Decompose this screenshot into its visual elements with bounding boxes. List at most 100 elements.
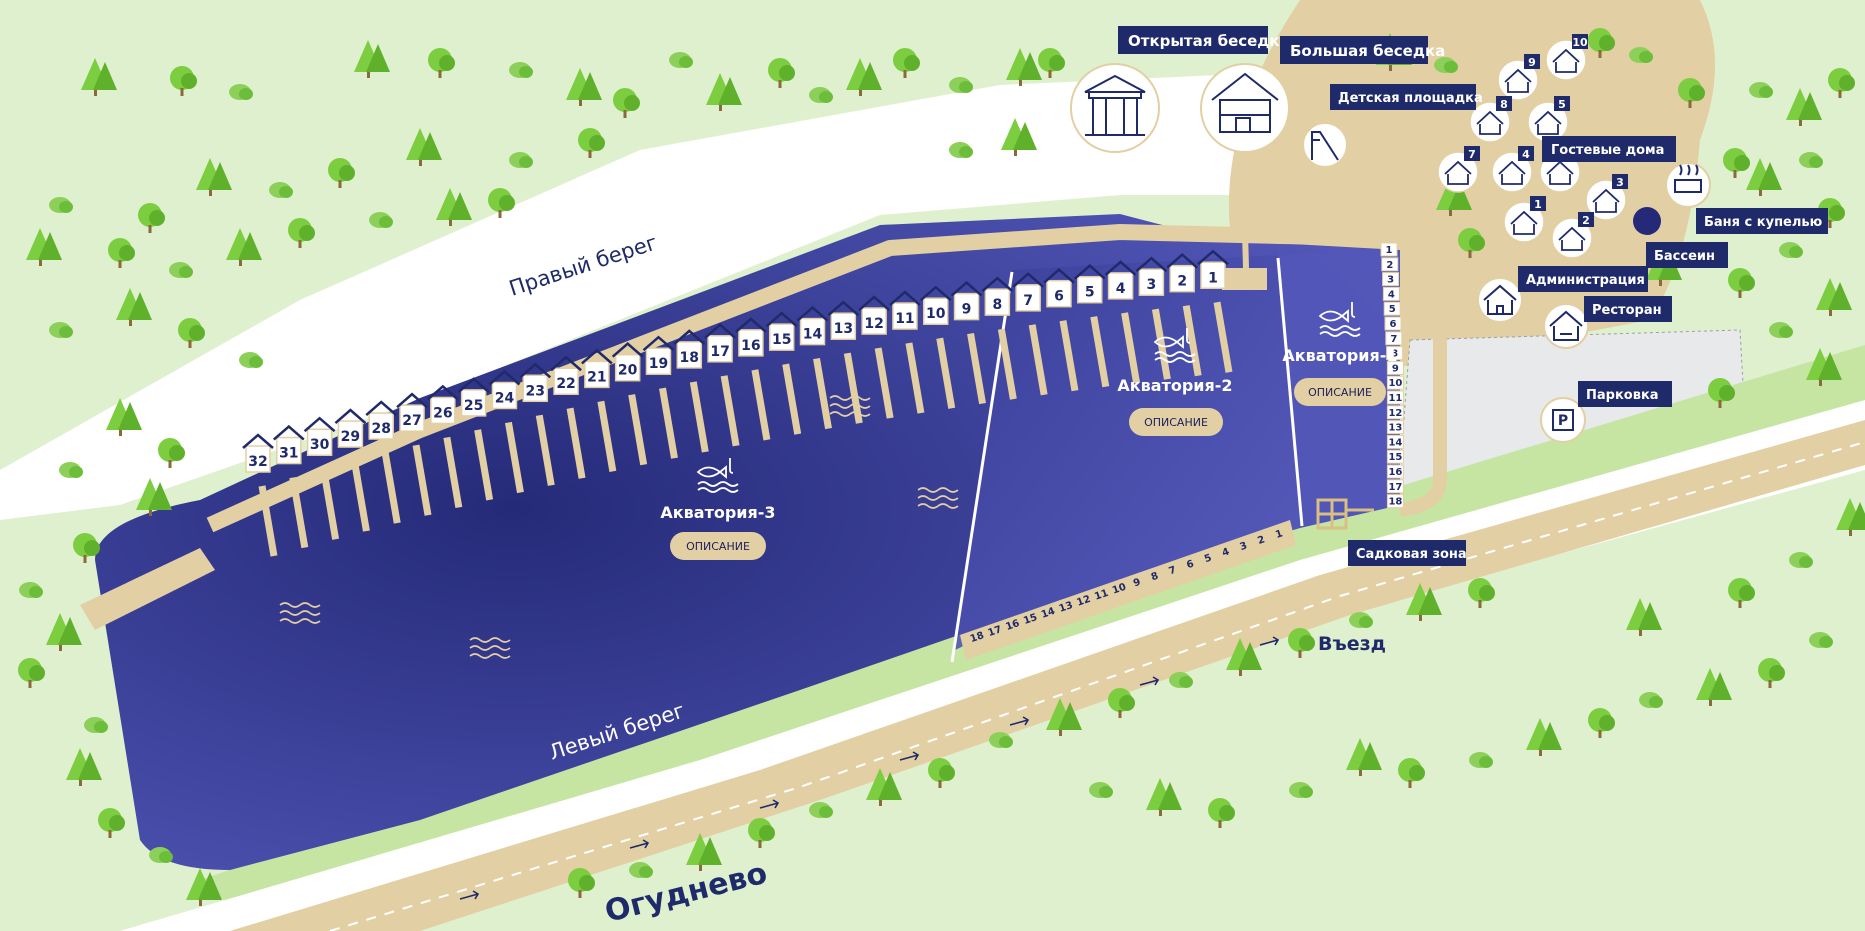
fishing-spot-east[interactable]: 4 [1382,286,1400,301]
fishing-spot-south[interactable]: 3 [1239,540,1249,553]
guest-house-icon[interactable]: 5 [1527,96,1570,143]
guest-house-icon[interactable]: 4 [1491,146,1534,193]
fishing-spot-east[interactable]: 18 [1386,494,1404,509]
description-button-zone-3[interactable]: ОПИСАНИЕ [670,532,766,560]
poi-label-administration[interactable]: Администрация [1518,266,1648,292]
fishing-spot-east[interactable]: 6 [1384,316,1402,331]
fishing-spot-north[interactable]: 23 [519,362,555,486]
fishing-spot-east[interactable]: 7 [1385,331,1403,346]
fishing-spot-north[interactable]: 18 [673,329,709,453]
svg-text:5: 5 [1558,98,1566,111]
fishing-spot-south[interactable]: 5 [1203,553,1213,566]
fishing-spot-north[interactable]: 32 [242,433,278,557]
fishing-spot-north[interactable]: 4 [1104,260,1141,384]
svg-text:13: 13 [834,321,853,337]
fishing-spot-south[interactable]: 2 [1256,534,1266,547]
svg-text:2: 2 [1582,214,1590,227]
svg-text:16: 16 [741,338,760,354]
fishing-spot-south[interactable]: 7 [1168,565,1178,578]
fishing-spot-south[interactable]: 14 [1040,606,1057,621]
poi-label-bath[interactable]: Баня с купелью [1696,208,1828,234]
fishing-spot-east[interactable]: 16 [1386,464,1404,479]
fishing-spot-south[interactable]: 18 [969,630,986,645]
description-button-zone-1[interactable]: ОПИСАНИЕ [1294,378,1386,406]
guest-house-icon[interactable]: 7 [1437,146,1480,193]
tree-icon [19,582,43,598]
description-button-zone-2[interactable]: ОПИСАНИЕ [1129,408,1223,436]
fishing-spot-north[interactable]: 12 [858,295,894,419]
poi-label-playground[interactable]: Детская площадка [1330,84,1483,110]
fishing-spot-east[interactable]: 11 [1386,390,1404,405]
fishing-spot-south[interactable]: 6 [1185,559,1195,572]
guest-house-icon[interactable]: 1 [1503,196,1546,243]
fishing-spot-north[interactable]: 13 [827,300,863,424]
guest-house-icon[interactable]: 3 [1585,174,1628,221]
guest-house-icon[interactable]: 10 [1545,34,1588,81]
fishing-spot-north[interactable]: 1 [1197,249,1233,373]
fishing-spot-east[interactable]: 17 [1386,479,1404,494]
poi-label-big-gazebo[interactable]: Большая беседка [1280,36,1445,64]
fishing-spot-east[interactable]: 9 [1386,360,1404,375]
zone-divider-1-2 [1276,257,1304,527]
guest-house-icon[interactable]: 2 [1551,212,1594,259]
fishing-spot-north[interactable]: 6 [1043,268,1079,392]
poi-label-open-gazebo[interactable]: Открытая беседка [1118,26,1290,54]
poi-label-guest-houses[interactable]: Гостевые дома [1542,136,1676,162]
guest-house-icon[interactable]: 8 [1469,96,1512,143]
fishing-spot-south[interactable]: 8 [1150,571,1160,584]
fishing-spot-north[interactable]: 20 [611,342,648,466]
poi-label-pool[interactable]: Бассеин [1646,242,1728,268]
fishing-spot-north[interactable]: 26 [427,384,463,509]
fishing-spot-north[interactable]: 2 [1166,253,1202,377]
guest-house-icon[interactable]: 9 [1497,54,1540,101]
fishing-spot-south[interactable]: 1 [1274,528,1284,541]
fishing-spot-east[interactable]: 10 [1386,375,1404,390]
fishing-spot-north[interactable]: 31 [272,424,309,549]
fishing-spot-north[interactable]: 24 [488,369,524,494]
fishing-spot-north[interactable]: 25 [457,377,494,501]
fishing-spot-south[interactable]: 13 [1058,600,1075,615]
fishing-spot-south[interactable]: 10 [1111,582,1128,597]
fishing-spot-south[interactable]: 12 [1075,594,1092,609]
tree-icon [1458,228,1485,258]
fishing-spot-north[interactable]: 19 [642,335,678,459]
fishing-spot-north[interactable]: 7 [1012,272,1048,396]
fishing-spot-east[interactable]: 3 [1382,272,1400,287]
fishing-spot-south[interactable]: 4 [1221,546,1231,559]
fishing-spot-north[interactable]: 17 [704,323,740,447]
tree-icon [269,182,293,198]
poi-label-restaurant[interactable]: Ресторан [1584,296,1672,322]
fishing-spot-north[interactable]: 21 [581,348,617,472]
fishing-spot-north[interactable]: 29 [334,408,370,532]
fishing-spot-south[interactable]: 9 [1132,577,1142,590]
fishing-spot-north[interactable]: 30 [303,416,340,540]
fishing-spot-east[interactable]: 2 [1381,257,1399,272]
fishing-spot-south[interactable]: 16 [1004,618,1021,633]
tree-icon [136,478,172,516]
fishing-spot-north[interactable]: 22 [550,355,586,479]
fishing-spot-north[interactable]: 15 [765,311,802,435]
fishing-spot-north[interactable]: 28 [365,400,401,524]
fishing-spot-north[interactable]: 27 [396,392,432,516]
fishing-spot-east[interactable]: 5 [1383,301,1401,316]
fishing-spot-south[interactable]: 17 [987,624,1004,639]
tree-icon [1639,692,1663,708]
fishing-spot-north[interactable]: 5 [1073,264,1110,388]
fishing-spot-east[interactable]: 14 [1386,434,1404,449]
fishing-spot-north[interactable]: 9 [950,280,986,405]
fishing-spot-south[interactable]: 11 [1093,588,1110,603]
fishing-spot-north[interactable]: 8 [981,276,1017,400]
fishing-spot-north[interactable]: 10 [919,285,956,409]
fishing-spot-east[interactable]: 15 [1386,449,1404,464]
fishing-spot-north[interactable]: 14 [796,305,832,430]
fishing-spot-east[interactable]: 12 [1386,405,1404,420]
poi-label-garden[interactable]: Садковая зона [1348,540,1467,566]
fishing-spot-east[interactable]: 13 [1386,420,1404,435]
fishing-spot-east[interactable]: 1 [1380,242,1398,257]
fishing-spot-north[interactable]: 11 [889,290,925,414]
fishing-spot-east[interactable]: 8 [1386,346,1404,361]
fishing-spot-north[interactable]: 3 [1135,256,1171,380]
fishing-spot-south[interactable]: 15 [1022,612,1039,627]
fishing-spot-north[interactable]: 16 [735,317,771,441]
poi-label-parking[interactable]: Парковка [1578,381,1672,407]
